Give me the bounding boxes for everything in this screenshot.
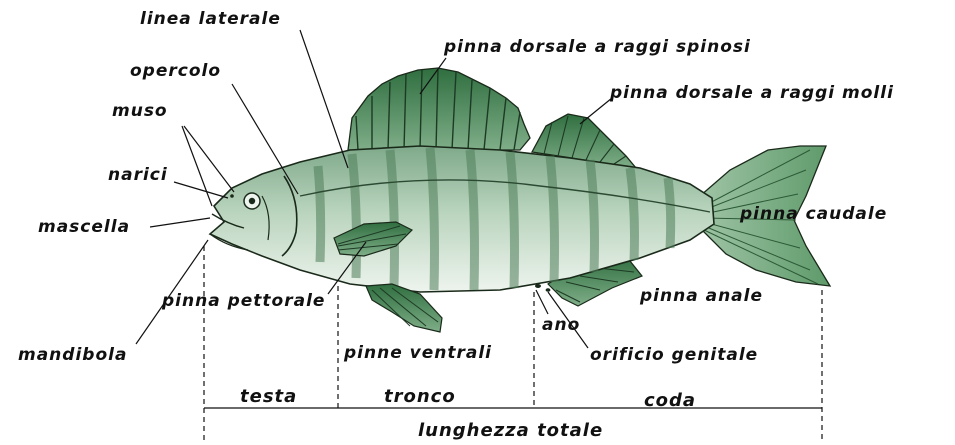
label-mandibola: mandibola: [18, 346, 127, 364]
label-pinna-pettorale: pinna pettorale: [162, 292, 325, 310]
label-opercolo: opercolo: [130, 62, 221, 80]
leader-ano: [536, 290, 548, 314]
fish-pupil: [249, 198, 255, 204]
label-pinna-dorsale-molli: pinna dorsale a raggi molli: [610, 84, 894, 102]
leader-pinna-dorsale-molli: [580, 98, 612, 124]
label-pinna-dorsale-spinosi: pinna dorsale a raggi spinosi: [444, 38, 751, 56]
genital-pore-mark: [546, 288, 551, 292]
label-ano: ano: [542, 316, 580, 334]
leader-narici: [174, 182, 228, 198]
anus-mark: [535, 284, 541, 288]
label-pinna-anale: pinna anale: [640, 287, 763, 305]
spiny-dorsal-fin: [348, 68, 530, 150]
label-orificio-genitale: orificio genitale: [590, 346, 758, 364]
label-testa: testa: [240, 388, 297, 406]
leader-muso-2: [184, 126, 234, 192]
label-pinna-caudale: pinna caudale: [740, 205, 887, 223]
leader-linea-laterale: [300, 30, 348, 168]
label-muso: muso: [112, 102, 168, 120]
label-pinne-ventrali: pinne ventrali: [344, 344, 492, 362]
label-coda: coda: [644, 392, 696, 410]
nostril: [230, 194, 234, 198]
leader-mascella: [150, 218, 210, 227]
leader-muso-1: [182, 126, 212, 206]
label-lunghezza-totale: lunghezza totale: [418, 422, 603, 440]
label-linea-laterale: linea laterale: [140, 10, 281, 28]
label-tronco: tronco: [384, 388, 456, 406]
label-narici: narici: [108, 166, 168, 184]
label-mascella: mascella: [38, 218, 130, 236]
